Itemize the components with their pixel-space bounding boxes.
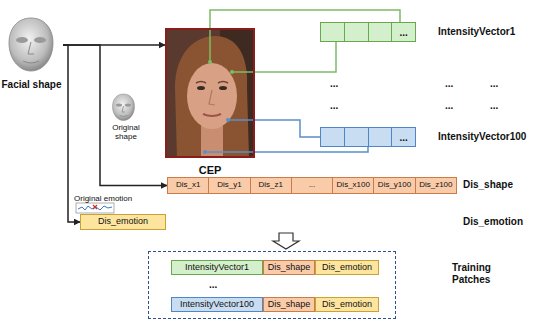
vector-cell: Dis_x100 bbox=[333, 178, 374, 193]
node-text: CEP bbox=[199, 164, 222, 176]
intensity-vector: ... bbox=[320, 127, 416, 147]
patch-cell: IntensityVector1 bbox=[171, 260, 263, 275]
label: ... bbox=[330, 78, 338, 90]
text-holder: ... bbox=[209, 274, 217, 292]
label: ... bbox=[445, 100, 453, 112]
label: IntensityVector1 bbox=[438, 26, 515, 38]
vector-cell: Dis_z100 bbox=[416, 178, 456, 193]
connector bbox=[63, 45, 167, 186]
label: Dis_shape bbox=[463, 179, 513, 191]
node-text: Facial shape bbox=[1, 79, 61, 90]
dis-shape-vector: Dis_x1 Dis_y1 Dis_z1... Dis_x100 Dis_y100 Dis… bbox=[167, 177, 457, 194]
green-sample-line bbox=[255, 42, 336, 72]
vector-cell bbox=[321, 23, 345, 41]
patch-cell: Dis_shape bbox=[263, 297, 315, 312]
vector-cell: Dis_y1 bbox=[209, 178, 250, 193]
node-text: ... bbox=[209, 279, 217, 290]
node-text: Dis_emotion bbox=[98, 217, 148, 227]
label: ... bbox=[330, 100, 338, 112]
node-text: Dis_y100 bbox=[378, 181, 411, 190]
connector bbox=[255, 120, 320, 137]
text-holder: Facial shape bbox=[0, 74, 63, 92]
label: ... bbox=[490, 100, 498, 112]
node-text: IntensityVector1 bbox=[185, 263, 249, 273]
vector-cell bbox=[369, 128, 393, 146]
vector-cell: Dis_x1 bbox=[168, 178, 209, 193]
training-patches-box: ...IntensityVector1Dis_shapeDis_emotionI… bbox=[148, 251, 396, 319]
face-mesh-icon bbox=[0, 14, 62, 72]
label: Original shape bbox=[104, 123, 148, 141]
node-text: Dis_emotion bbox=[322, 263, 372, 273]
vector-cell: Dis_y100 bbox=[374, 178, 415, 193]
node-text: Dis_emotion bbox=[322, 300, 372, 310]
node-text: Dis_y1 bbox=[217, 181, 241, 190]
facial-shape: Facial shape bbox=[0, 14, 63, 90]
patch-cell: Dis_shape bbox=[263, 260, 315, 275]
original-shape-icon bbox=[113, 94, 135, 121]
vector-cell: ... bbox=[392, 23, 415, 41]
node-text: ... bbox=[399, 27, 407, 38]
vector-cell bbox=[345, 23, 369, 41]
node-text: ... bbox=[399, 132, 407, 143]
node-text: IntensityVector100 bbox=[180, 300, 254, 310]
node-text: ... bbox=[309, 181, 316, 190]
patch-cell: Dis_emotion bbox=[315, 260, 379, 275]
intensity-vector: ... bbox=[320, 22, 416, 42]
original-emotion-graph bbox=[76, 203, 114, 213]
cep-image: CEP bbox=[165, 28, 255, 174]
label: Dis_emotion bbox=[463, 216, 523, 228]
node-text: Dis_x1 bbox=[176, 181, 200, 190]
node-text: Dis_shape bbox=[268, 300, 311, 310]
vector-cell: ... bbox=[292, 178, 333, 193]
label: Original emotion bbox=[74, 194, 132, 203]
vector-cell: ... bbox=[392, 128, 415, 146]
node-text: Dis_shape bbox=[268, 263, 311, 273]
down-arrow bbox=[273, 233, 299, 249]
text-holder: CEP bbox=[165, 160, 255, 178]
label: ... bbox=[445, 78, 453, 90]
label: IntensityVector100 bbox=[438, 131, 526, 143]
face-photo bbox=[165, 28, 255, 158]
vector-cell bbox=[321, 128, 345, 146]
dis-emotion-box: Dis_emotion bbox=[80, 214, 166, 230]
vector-cell bbox=[369, 23, 393, 41]
label: Training Patches bbox=[452, 262, 524, 285]
patch-cell: IntensityVector100 bbox=[171, 297, 263, 312]
node-text: Dis_z100 bbox=[419, 181, 452, 190]
blue-sample-line bbox=[255, 147, 368, 152]
label: ... bbox=[490, 78, 498, 90]
patch-cell: Dis_emotion bbox=[315, 297, 379, 312]
node-text: Dis_x100 bbox=[337, 181, 370, 190]
node-text: Dis_z1 bbox=[258, 181, 282, 190]
vector-cell bbox=[345, 128, 369, 146]
vector-cell: Dis_z1 bbox=[251, 178, 292, 193]
